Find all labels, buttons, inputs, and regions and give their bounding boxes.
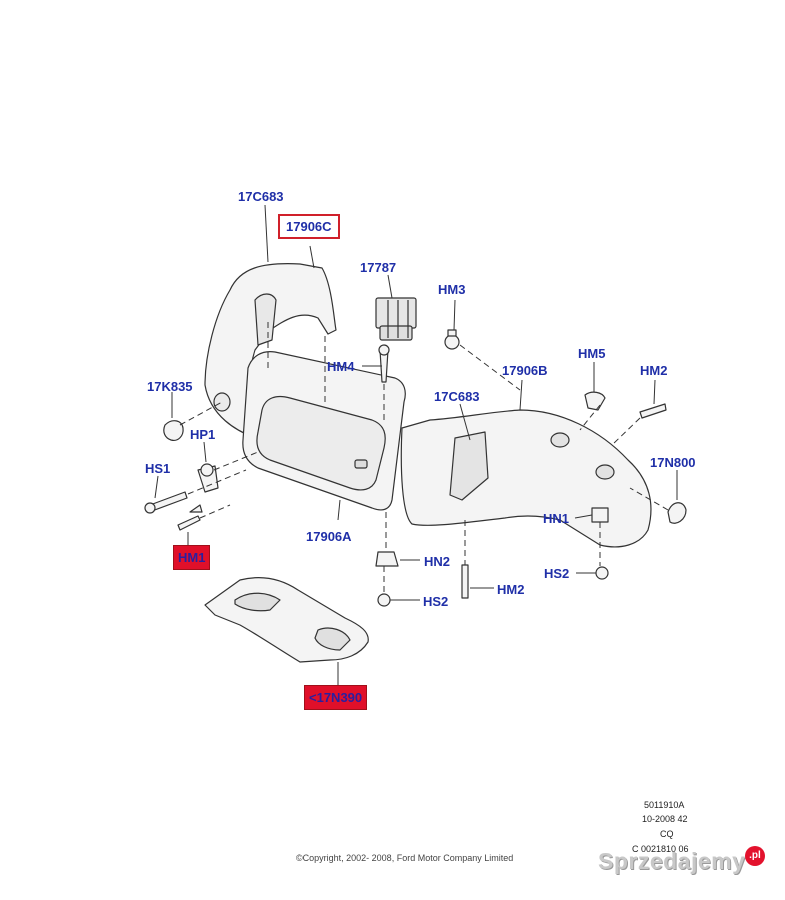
callout-hs2-right: HS2 — [544, 566, 570, 581]
callout-hp1: HP1 — [190, 427, 216, 442]
callout-17k835: 17K835 — [147, 379, 193, 394]
callout-hm4: HM4 — [327, 359, 355, 374]
nut-hn1 — [591, 507, 609, 523]
stud-hm2-right — [639, 403, 667, 419]
cover-17n390 — [204, 577, 369, 663]
callout-hm1: HM1 — [173, 545, 211, 570]
callout-hm3: HM3 — [438, 282, 466, 297]
screw-hs2-right — [595, 566, 609, 580]
connector-17787 — [375, 297, 417, 341]
bracket-17906c — [204, 263, 337, 441]
callout-hm2-right: HM2 — [640, 363, 668, 378]
callout-hs1: HS1 — [145, 461, 171, 476]
watermark-text: Sprzedajemy — [598, 848, 746, 874]
callout-hn1: HN1 — [543, 511, 570, 526]
callout-17n390: <17N390 — [304, 685, 368, 710]
cap-17n800 — [667, 502, 687, 524]
callout-hm2-bottom: HM2 — [497, 582, 525, 597]
cap-17k835 — [163, 420, 184, 441]
rivet-hm1 — [177, 515, 201, 531]
nut-hm3 — [444, 334, 460, 350]
callout-hm5: HM5 — [578, 346, 606, 361]
callout-hs2-bottom: HS2 — [423, 594, 449, 609]
bracket-17906b — [400, 409, 652, 548]
callout-17906a: 17906A — [306, 529, 352, 544]
screw-hs2-bottom — [377, 593, 391, 607]
callout-hn2: HN2 — [424, 554, 451, 569]
callout-17906c: 17906C — [278, 214, 340, 239]
callout-17c683-top: 17C683 — [238, 189, 284, 204]
stud-hm2-bottom — [461, 564, 469, 599]
copyright-text: ©Copyright, 2002- 2008, Ford Motor Compa… — [296, 853, 514, 863]
callout-17906b: 17906B — [502, 363, 548, 378]
clip-hm5 — [584, 391, 606, 411]
reference-line-2: 10-2008 42 — [642, 814, 688, 824]
callout-17787: 17787 — [360, 260, 397, 275]
reference-line-4: C 0021810 06 — [632, 844, 689, 854]
reference-line-1: 5011910A — [644, 800, 685, 810]
reference-line-3: CQ — [660, 829, 674, 839]
callout-17n800: 17N800 — [650, 455, 696, 470]
callout-17c683-mid: 17C683 — [434, 389, 480, 404]
watermark-badge: .pl — [745, 846, 765, 866]
clip-hn2 — [375, 551, 399, 567]
